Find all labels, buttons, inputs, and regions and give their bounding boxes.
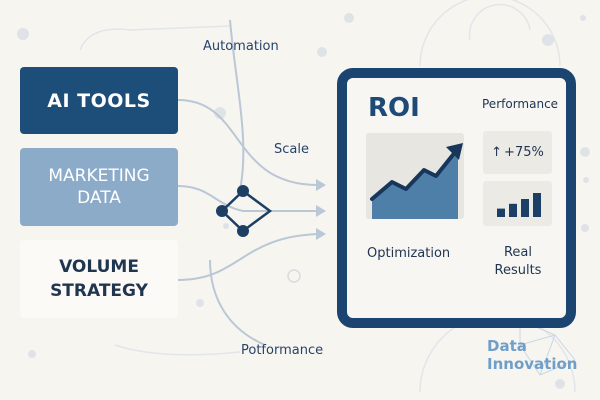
network-node-icon — [216, 185, 273, 237]
ai-tools-box: AI TOOLS — [20, 67, 178, 134]
volume-label-line2: STRATEGY — [50, 281, 148, 301]
brand-line1: Data — [487, 337, 527, 355]
volume-label-line1: VOLUME — [59, 257, 139, 277]
brand-network-icon — [519, 319, 576, 376]
stat-bar — [533, 193, 541, 217]
stat-bar — [521, 199, 529, 217]
growth-stat-box: ↑ +75% — [483, 131, 552, 174]
growth-chart-icon — [366, 133, 464, 219]
flow-lines — [177, 19, 319, 346]
volume-strategy-box: VOLUME STRATEGY — [20, 240, 178, 318]
bar-chart-icon — [483, 181, 552, 226]
optimization-label: Optimization — [367, 246, 451, 261]
performance-title: Performance — [482, 97, 559, 111]
stat-bar — [497, 208, 505, 217]
ai-tools-label: AI TOOLS — [47, 89, 151, 112]
marketing-data-box: MARKETING DATA — [20, 148, 178, 226]
growth-stat-value: +75% — [504, 145, 544, 160]
performance-bottom-label: Potformance — [241, 343, 324, 358]
roi-title: ROI — [368, 93, 420, 123]
scale-label: Scale — [274, 142, 309, 157]
flow-arrowheads — [316, 179, 326, 240]
marketing-label-line1: MARKETING — [48, 166, 150, 186]
stat-bar — [509, 203, 517, 217]
automation-label: Automation — [203, 39, 279, 54]
brand-line2: Innovation — [487, 355, 578, 373]
real-results-label: Real Results — [482, 244, 554, 280]
marketing-label-line2: DATA — [77, 188, 121, 208]
arrow-up-icon: ↑ — [491, 145, 503, 160]
real-results-line2: Results — [494, 263, 542, 278]
brand-wordmark: Data Innovation — [487, 337, 577, 373]
real-results-line1: Real — [503, 245, 533, 260]
